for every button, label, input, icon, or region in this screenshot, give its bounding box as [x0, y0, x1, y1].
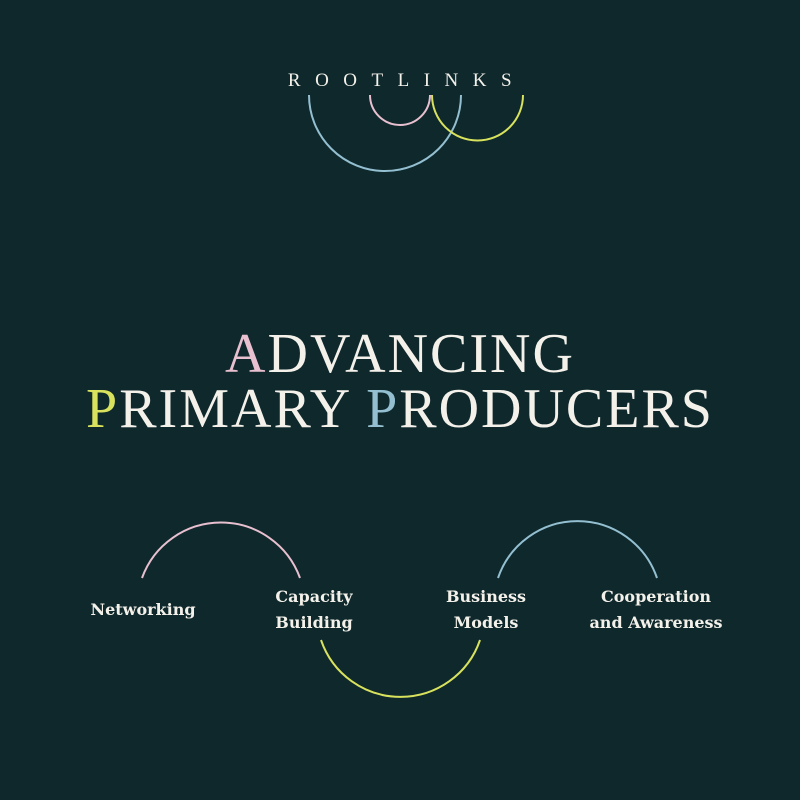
title-rest-2b: RODUCERS	[399, 378, 714, 440]
logo-arc-pink	[369, 94, 431, 126]
pillar-label: Networking	[90, 600, 196, 619]
title-rest-1: DVANCING	[267, 323, 575, 385]
logo-arc-yellow	[431, 94, 524, 142]
page-title-line-2: PRIMARY PRODUCERS	[0, 381, 800, 437]
pillar-arc-pink	[141, 521, 301, 579]
pillar-label: Cooperation	[600, 587, 711, 606]
pillar-label: Capacity	[275, 587, 353, 606]
pillar-arc-blue	[497, 520, 658, 579]
title-initial-p2: P	[366, 378, 400, 440]
pillar-networking: Networking	[53, 597, 233, 623]
title-initial-a: A	[225, 323, 268, 385]
pillar-label: Business	[445, 587, 527, 606]
pillar-arc-yellow	[320, 639, 481, 698]
title-initial-p1: P	[86, 378, 120, 440]
pillar-cooperation-awareness: Cooperation and Awareness	[566, 584, 746, 636]
page-title-line-1: ADVANCING	[0, 326, 800, 382]
pillar-label: and Awareness	[589, 613, 723, 632]
title-rest-2a: RIMARY	[119, 378, 367, 440]
pillar-label: Models	[453, 613, 519, 632]
pillar-label: Building	[275, 613, 353, 632]
logo-arc-blue	[308, 94, 462, 172]
rootlinks-logo: ROOTLINKS	[287, 70, 527, 91]
